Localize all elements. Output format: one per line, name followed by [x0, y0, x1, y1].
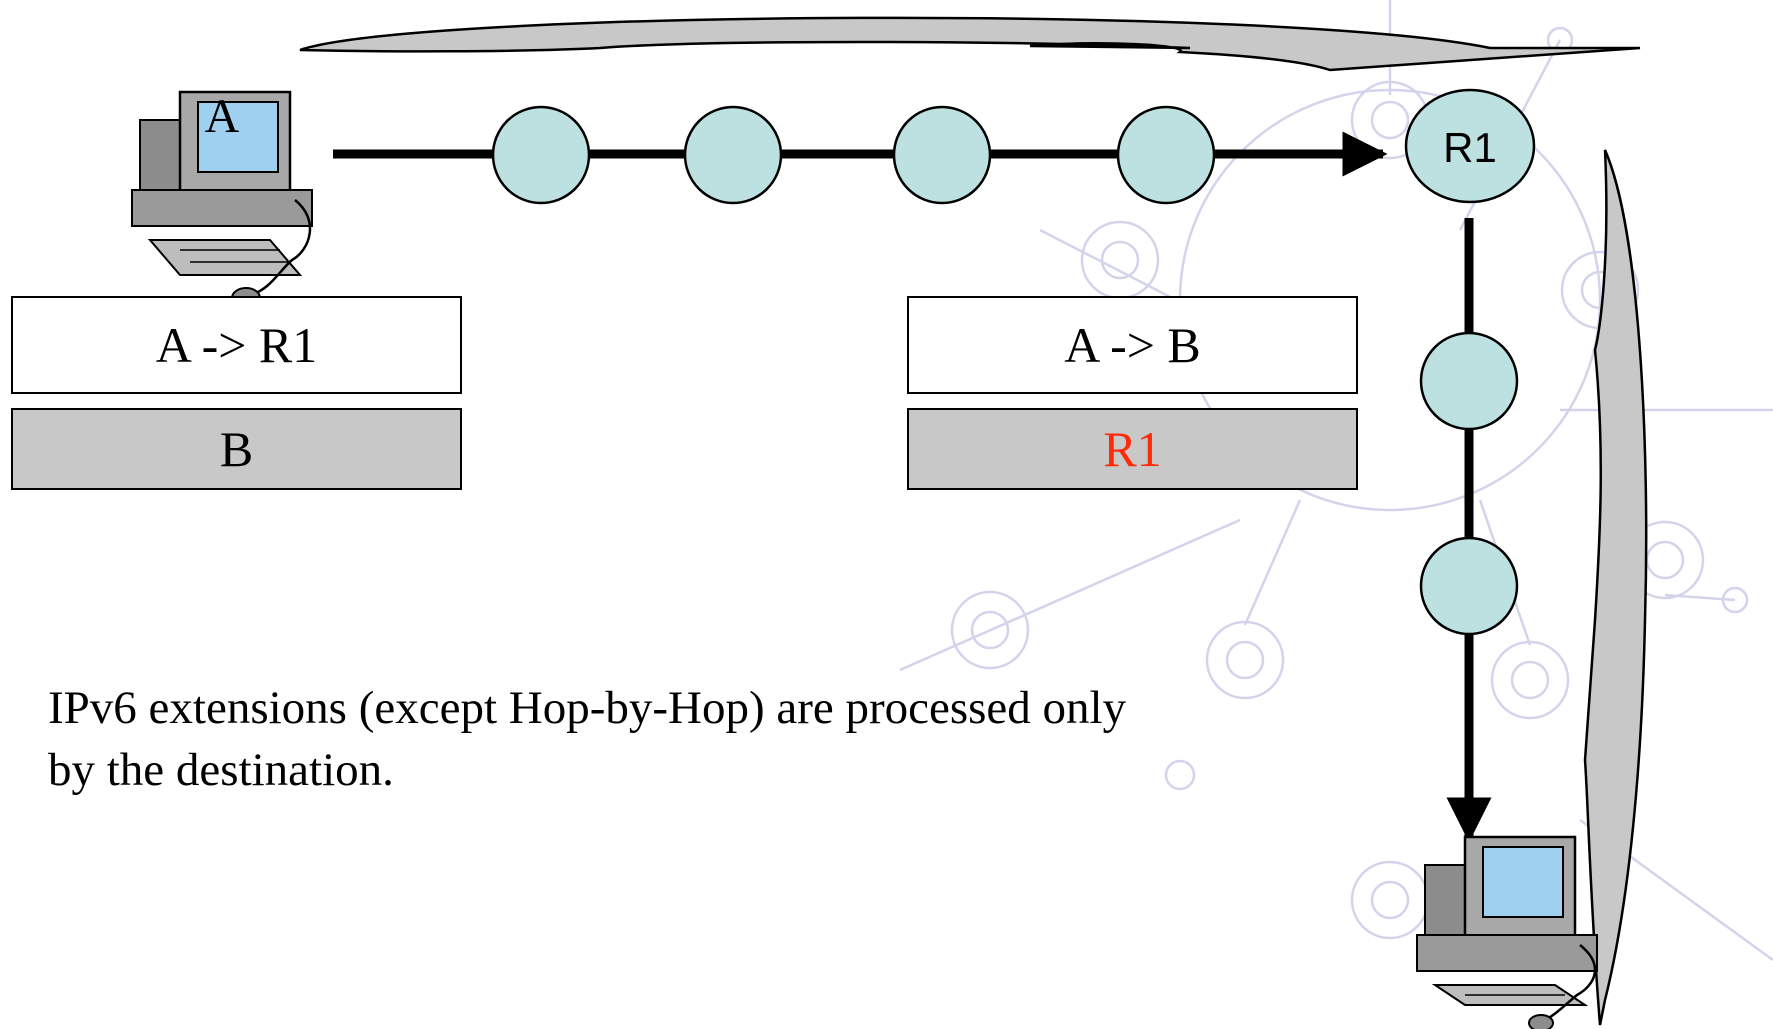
extension-header-router: R1	[907, 408, 1358, 490]
background-network-motif	[899, 0, 1773, 962]
computer-icon	[1416, 835, 1598, 1029]
caption-line: IPv6 extensions (except Hop-by-Hop) are …	[48, 682, 1127, 734]
outer-header-router: A -> B	[907, 296, 1358, 394]
hop-node	[892, 105, 992, 205]
router-node: R1	[1404, 88, 1536, 204]
outer-header-source: A -> R1	[11, 296, 462, 394]
hop-node	[1419, 331, 1519, 431]
source-host-label: A	[205, 90, 240, 143]
hop-node	[1116, 105, 1216, 205]
source-computer: A	[131, 90, 313, 309]
router-label: R1	[1443, 124, 1497, 171]
extension-header-source: B	[11, 408, 462, 490]
caption-line: by the destination.	[48, 744, 394, 796]
computer-icon	[131, 90, 313, 309]
caption-text: IPv6 extensions (except Hop-by-Hop) are …	[48, 677, 1308, 801]
top-curved-callout	[299, 16, 1641, 72]
hop-node	[1419, 536, 1519, 636]
hop-node	[683, 105, 783, 205]
hop-node	[491, 105, 591, 205]
destination-computer	[1416, 835, 1598, 1029]
